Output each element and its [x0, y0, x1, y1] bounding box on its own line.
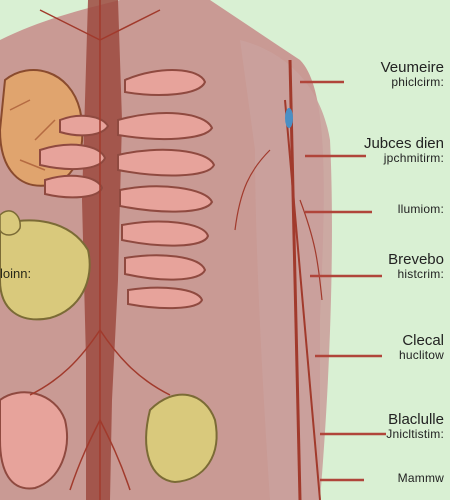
- label-1: Veumeire phiclcirm:: [381, 60, 444, 88]
- rib-bands: [39, 69, 216, 310]
- small-yellow-lobe: [0, 210, 21, 236]
- label-6-title: Blaclulle: [388, 411, 444, 428]
- label-2: Jubces dien jpchmitirm:: [364, 136, 444, 164]
- rib-band: [121, 220, 210, 247]
- label-4-subtitle: histcrim:: [397, 266, 444, 281]
- label-3-subtitle: llumiom:: [397, 202, 444, 216]
- rib-band: [39, 143, 107, 170]
- rib-band: [59, 114, 110, 137]
- label-5-title: Clecal: [402, 332, 444, 349]
- label-4-title: Brevebo: [388, 251, 444, 268]
- label-7-subtitle: Mammw: [397, 471, 444, 485]
- rib-band: [127, 286, 204, 310]
- label-6: Blaclulle Jnicltistim:: [386, 412, 444, 440]
- label-7: Mammw: [398, 472, 444, 485]
- label-1-title: Veumeire: [380, 59, 444, 76]
- rib-band: [124, 254, 207, 281]
- leader-lines: [300, 80, 386, 482]
- label-2-subtitle: jpchmitirm:: [383, 150, 444, 165]
- rib-band: [44, 174, 104, 199]
- label-4: Brevebo histcrim:: [388, 252, 444, 280]
- rib-band: [124, 69, 207, 96]
- blue-marker: [285, 108, 293, 128]
- rib-band: [119, 185, 214, 213]
- rib-band: [117, 112, 214, 141]
- label-3: llumiom:: [398, 203, 444, 216]
- label-5: Clecal huclitow: [399, 333, 444, 361]
- label-1-subtitle: phiclcirm:: [391, 74, 444, 89]
- label-2-title: Jubces dien: [363, 135, 444, 152]
- label-5-subtitle: huclitow: [399, 347, 444, 362]
- label-6-subtitle: Jnicltistim:: [386, 426, 444, 441]
- pink-organ-lower: [0, 391, 68, 490]
- branching-vessels: [29, 0, 323, 500]
- organ-label: loinn:: [0, 266, 32, 281]
- yellow-organ: [0, 219, 91, 321]
- yellow-organ-lower: [145, 393, 218, 484]
- rib-band: [117, 148, 216, 177]
